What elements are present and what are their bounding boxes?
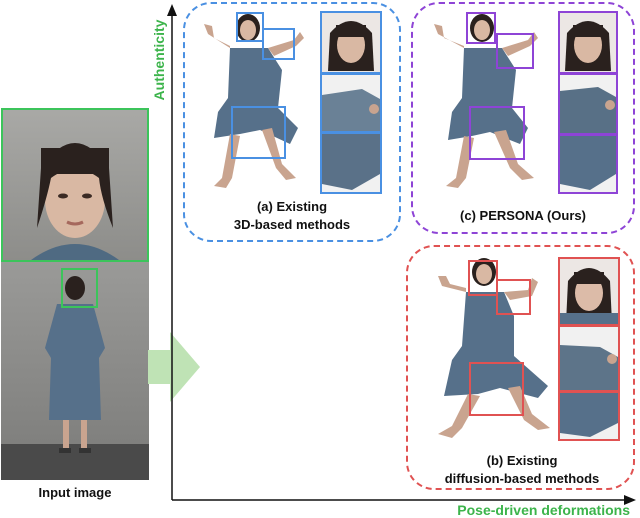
panel-a-figure	[204, 14, 304, 188]
panel-a-shoulder-box	[262, 28, 295, 60]
panel-a-frame	[183, 2, 401, 242]
panel-c-title: (c) PERSONA (Ours)	[460, 208, 586, 223]
panel-a-crop-shoulder	[320, 73, 382, 133]
panel-a-skirt-box	[231, 106, 286, 159]
panel-a-title-2: 3D-based methods	[233, 217, 351, 232]
axes	[167, 4, 636, 505]
panel-b-skirt-box	[469, 362, 524, 416]
panel-b-frame	[406, 245, 635, 490]
panel-c-frame	[411, 2, 635, 234]
panel-a-crop-skirt	[320, 132, 382, 194]
panel-a-head-box	[236, 12, 264, 42]
input-closeup-frame	[1, 108, 149, 262]
input-photo	[1, 108, 149, 480]
input-photo-art	[1, 108, 149, 480]
x-axis-label: Pose-driven deformations	[457, 502, 630, 518]
panel-c-skirt-box	[469, 106, 525, 160]
panel-c-crop-skirt	[558, 134, 618, 194]
panel-b-head-box	[468, 260, 498, 296]
panel-c-crop-shoulder	[558, 73, 618, 135]
input-image-caption: Input image	[38, 485, 112, 500]
panel-c-shoulder-box	[496, 33, 534, 69]
panel-a-crop-face	[320, 11, 382, 74]
panel-c-head-box	[466, 12, 496, 44]
input-head-box	[61, 268, 98, 308]
panel-b-shoulder-box	[496, 279, 531, 315]
panel-b-crop-shoulder	[558, 325, 620, 392]
arrow-right-icon	[148, 332, 200, 402]
y-axis-label: Authenticity	[151, 19, 167, 101]
panel-b-crop-face	[558, 257, 620, 326]
panel-c-figure	[434, 14, 538, 188]
panel-c-crop-face	[558, 11, 618, 74]
panel-b-crop-skirt	[558, 391, 620, 441]
panel-b-title-1: (b) Existing	[486, 453, 558, 468]
panel-b-title-2: diffusion-based methods	[444, 471, 600, 486]
panel-a-title-1: (a) Existing	[256, 199, 328, 214]
